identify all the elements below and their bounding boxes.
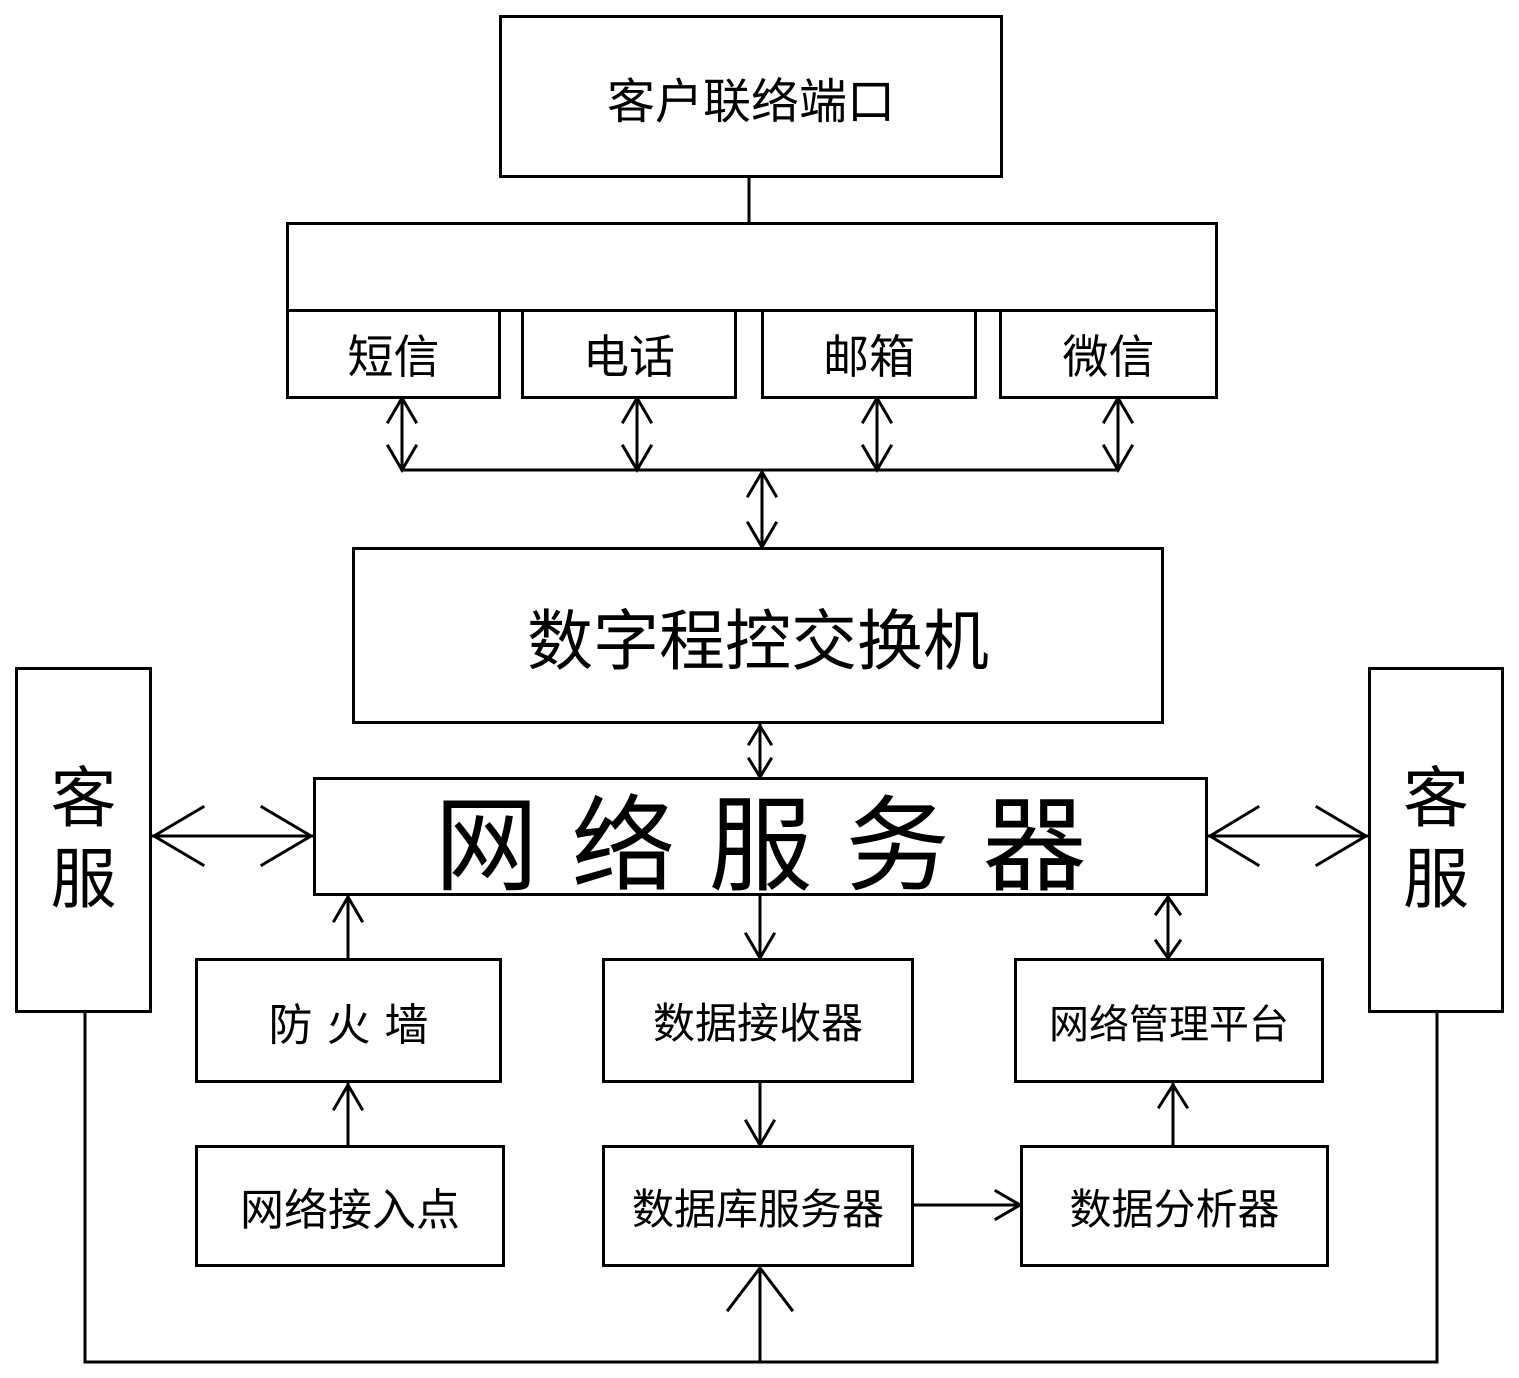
customer-service-left-box: 客服 bbox=[15, 667, 152, 1013]
network-server-box: 网 络 服 务 器 bbox=[313, 777, 1208, 907]
digital-switch-box: 数字程控交换机 bbox=[352, 547, 1164, 724]
network-management-platform-label: 网络管理平台 bbox=[1049, 1001, 1289, 1048]
customer-service-right-label: 客服 bbox=[1403, 760, 1469, 918]
channel-wechat-label: 微信 bbox=[1062, 330, 1155, 384]
network-access-point-label: 网络接入点 bbox=[240, 1185, 460, 1236]
channel-sms-label: 短信 bbox=[347, 330, 440, 384]
data-receiver-label: 数据接收器 bbox=[652, 999, 863, 1048]
firewall-box: 防 火 墙 bbox=[195, 958, 502, 1083]
database-server-box: 数据库服务器 bbox=[602, 1145, 914, 1267]
data-analyzer-box: 数据分析器 bbox=[1020, 1145, 1329, 1267]
channel-group-box bbox=[286, 222, 1218, 312]
network-management-platform-box: 网络管理平台 bbox=[1014, 958, 1324, 1083]
database-server-label: 数据库服务器 bbox=[631, 1184, 884, 1234]
channel-email-box: 邮箱 bbox=[761, 309, 977, 399]
channel-phone-label: 电话 bbox=[583, 330, 675, 384]
channel-wechat-box: 微信 bbox=[999, 309, 1218, 399]
channel-email-label: 邮箱 bbox=[823, 330, 915, 384]
data-analyzer-label: 数据分析器 bbox=[1069, 1184, 1280, 1234]
network-access-point-box: 网络接入点 bbox=[195, 1145, 505, 1267]
customer-contact-port-label: 客户联络端口 bbox=[606, 73, 895, 130]
firewall-label: 防 火 墙 bbox=[268, 999, 429, 1051]
channel-sms-box: 短信 bbox=[286, 309, 501, 399]
network-server-label: 网 络 服 务 器 bbox=[434, 785, 1087, 907]
customer-service-left-label: 客服 bbox=[50, 760, 117, 918]
data-receiver-box: 数据接收器 bbox=[602, 958, 914, 1083]
customer-contact-port-box: 客户联络端口 bbox=[499, 15, 1003, 178]
channel-phone-box: 电话 bbox=[521, 309, 737, 399]
digital-switch-label: 数字程控交换机 bbox=[527, 602, 989, 680]
customer-service-right-box: 客服 bbox=[1368, 667, 1504, 1013]
